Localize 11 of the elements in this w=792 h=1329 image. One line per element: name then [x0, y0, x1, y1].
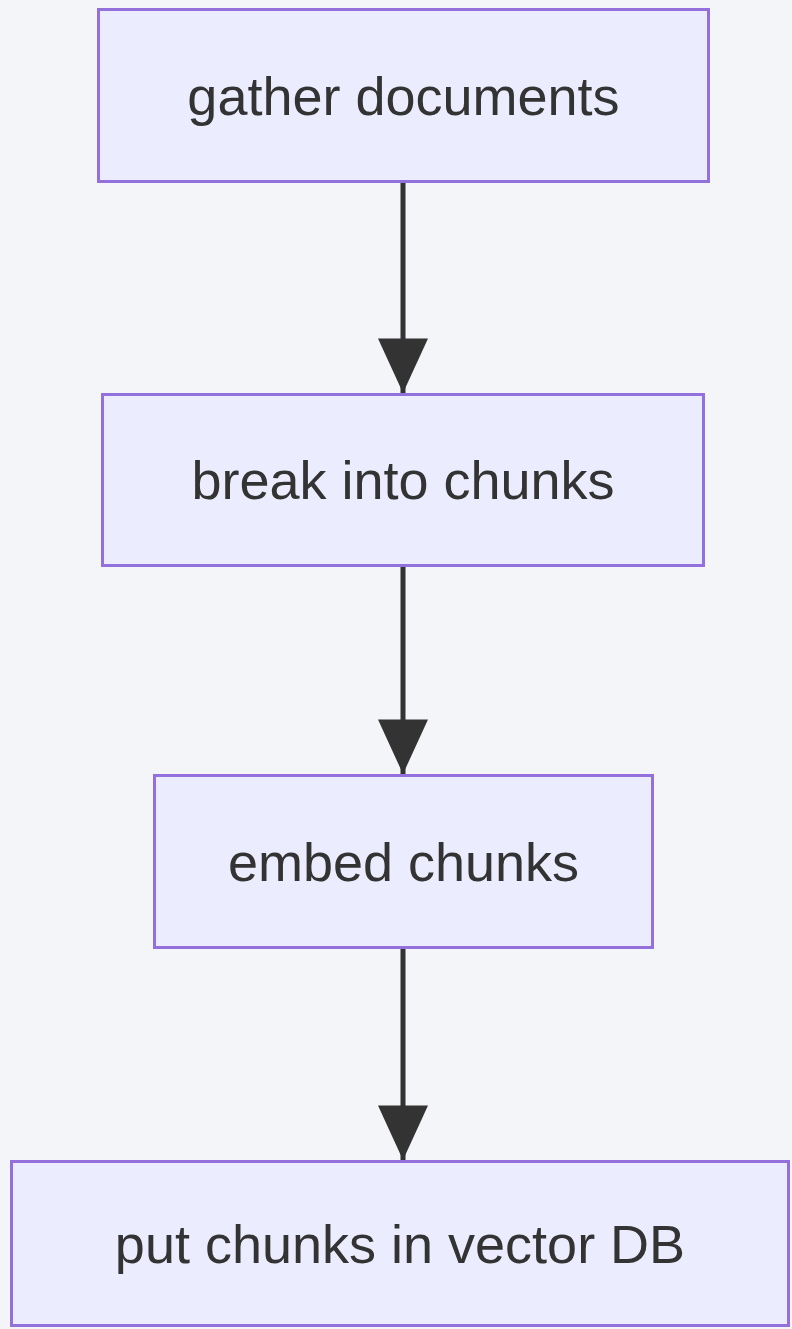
- process-box: [101, 393, 705, 567]
- process-box: [153, 774, 654, 949]
- box-label: gather documents: [187, 64, 620, 127]
- process-box: [97, 8, 710, 183]
- arrow: [378, 183, 428, 393]
- box-label: put chunks in vector DB: [114, 1212, 686, 1275]
- box-label: embed chunks: [227, 830, 580, 893]
- box-label: break into chunks: [191, 449, 615, 511]
- arrow: [378, 949, 428, 1160]
- process-box: [10, 1160, 790, 1327]
- arrow: [378, 567, 428, 774]
